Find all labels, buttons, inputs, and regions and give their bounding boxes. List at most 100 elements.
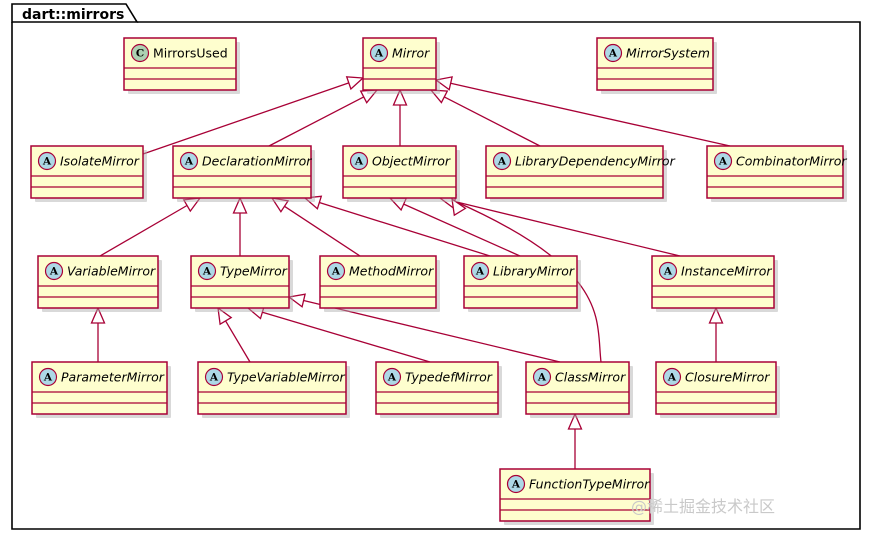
watermark-text: @稀土掘金技术社区 [631, 497, 775, 516]
generalization-classmirror-to-objectmirror [451, 197, 602, 363]
abstract-class-icon [658, 261, 678, 281]
class-name-label: MirrorsUsed [153, 46, 228, 61]
stereotype-letter: A [331, 266, 341, 278]
stereotype-letter: A [354, 156, 364, 168]
class-name-label: MirrorSystem [626, 46, 710, 61]
stereotype-letter: A [667, 372, 677, 384]
class-name-label: CombinatorMirror [736, 154, 847, 169]
abstract-class-icon [204, 367, 224, 387]
class-box-variablemirror[interactable]: A VariableMirror [37, 255, 162, 312]
abstract-class-icon [349, 151, 369, 171]
generalization-functiontypemirror-to-classmirror [567, 412, 583, 469]
generalization-closuremirror-to-instancemirror [708, 306, 724, 362]
abstract-class-icon [713, 151, 733, 171]
class-name-label: ClassMirror [555, 370, 626, 385]
class-name-label: Mirror [392, 46, 430, 61]
class-box-classmirror[interactable]: A ClassMirror [525, 361, 633, 418]
generalization-methodmirror-to-declarationmirror [270, 197, 361, 257]
class-icon [130, 43, 150, 63]
generalization-isolatemirror-to-mirror [142, 76, 365, 155]
abstract-class-icon [44, 261, 64, 281]
class-name-label: TypedefMirror [405, 370, 493, 385]
abstract-class-icon [382, 367, 402, 387]
class-body[interactable] [172, 145, 312, 199]
class-box-typemirror[interactable]: A TypeMirror [190, 255, 293, 312]
class-name-label: InstanceMirror [681, 264, 772, 279]
abstract-class-icon [38, 367, 58, 387]
class-box-methodmirror[interactable]: A MethodMirror [319, 255, 440, 312]
stereotype-letter: A [184, 156, 194, 168]
class-name-label: TypeMirror [220, 264, 288, 279]
class-box-parametermirror[interactable]: A ParameterMirror [31, 361, 171, 418]
class-box-typevariablemirror[interactable]: A TypeVariableMirror [197, 361, 350, 418]
class-body[interactable] [197, 361, 347, 415]
class-name-label: TypeVariableMirror [227, 370, 346, 385]
stereotype-letter: A [209, 372, 219, 384]
class-name-label: FunctionTypeMirror [529, 477, 650, 492]
abstract-class-icon [506, 474, 526, 494]
class-name-label: VariableMirror [67, 264, 156, 279]
abstract-class-icon [37, 151, 57, 171]
abstract-class-icon [326, 261, 346, 281]
relationship-layer [90, 76, 731, 469]
abstract-class-icon [532, 367, 552, 387]
class-box-typedefmirror[interactable]: A TypedefMirror [375, 361, 502, 418]
abstract-class-icon [179, 151, 199, 171]
abstract-class-icon [369, 43, 389, 63]
class-name-label: DeclarationMirror [202, 154, 312, 169]
class-name-label: MethodMirror [349, 264, 434, 279]
class-box-combinatormirror[interactable]: A CombinatorMirror [706, 145, 847, 202]
stereotype-letter: A [475, 266, 485, 278]
abstract-class-icon [197, 261, 217, 281]
class-name-label: LibraryMirror [493, 264, 575, 279]
generalization-classmirror-to-typemirror [287, 293, 561, 363]
class-box-librarydependencymirror[interactable]: A LibraryDependencyMirror [485, 145, 676, 202]
stereotype-letter: A [42, 156, 52, 168]
abstract-class-icon [662, 367, 682, 387]
generalization-variablemirror-to-declarationmirror [99, 197, 202, 257]
class-box-functiontypemirror[interactable]: A FunctionTypeMirror [499, 468, 654, 525]
stereotype-letter: A [49, 266, 59, 278]
class-name-label: ParameterMirror [61, 370, 165, 385]
class-body[interactable] [706, 145, 844, 199]
abstract-class-icon [470, 261, 490, 281]
generalization-combinatormirror-to-mirror [434, 76, 731, 147]
stereotype-letter: A [497, 156, 507, 168]
stereotype-letter: C [136, 48, 144, 60]
generalization-parametermirror-to-variablemirror [90, 306, 106, 362]
class-name-label: LibraryDependencyMirror [515, 154, 676, 169]
class-box-mirror[interactable]: A Mirror [362, 37, 440, 94]
class-box-isolatemirror[interactable]: A IsolateMirror [30, 145, 147, 202]
package-label: dart::mirrors [22, 7, 124, 23]
abstract-class-icon [492, 151, 512, 171]
class-box-declarationmirror[interactable]: A DeclarationMirror [172, 145, 315, 202]
generalization-typevariablemirror-to-typemirror [217, 306, 251, 363]
stereotype-letter: A [43, 372, 53, 384]
class-name-label: ClosureMirror [685, 370, 770, 385]
generalization-objectmirror-to-mirror [392, 88, 408, 146]
stereotype-letter: A [202, 266, 212, 278]
generalization-librarydependencymirror-to-mirror [429, 89, 541, 147]
generalization-librarymirror-to-declarationmirror [303, 195, 491, 257]
class-box-instancemirror[interactable]: A InstanceMirror [651, 255, 778, 312]
class-box-mirrorsused[interactable]: C MirrorsUsed [123, 37, 240, 94]
stereotype-letter: A [718, 156, 728, 168]
package-tab [11, 3, 139, 23]
class-name-label: IsolateMirror [60, 154, 140, 169]
class-body[interactable] [485, 145, 664, 199]
class-box-closuremirror[interactable]: A ClosureMirror [655, 361, 780, 418]
class-box-librarymirror[interactable]: A LibraryMirror [463, 255, 581, 312]
stereotype-letter: A [387, 372, 397, 384]
stereotype-letter: A [537, 372, 547, 384]
class-body[interactable] [499, 468, 651, 522]
stereotype-letter: A [511, 479, 521, 491]
generalization-typedefmirror-to-typemirror [246, 305, 431, 363]
stereotype-letter: A [663, 266, 673, 278]
stereotype-letter: A [374, 48, 384, 60]
abstract-class-icon [603, 43, 623, 63]
